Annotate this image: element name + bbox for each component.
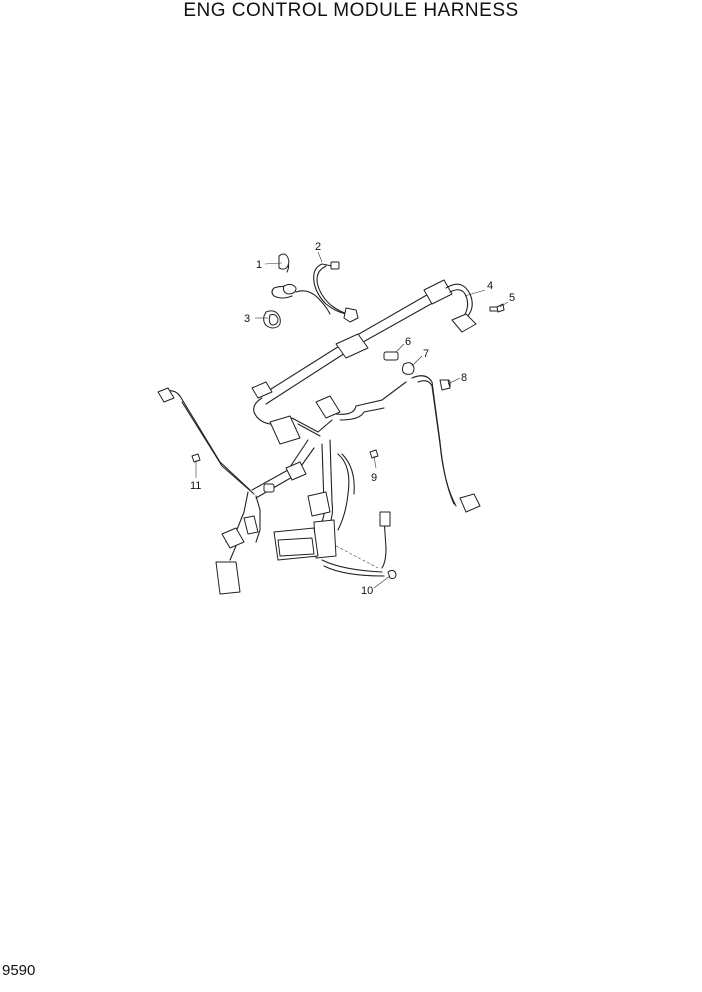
callout-5: 5 xyxy=(509,292,515,304)
central-harness xyxy=(251,415,391,577)
main-trunk-harness xyxy=(251,279,499,437)
callout-1: 1 xyxy=(256,259,262,271)
callout-labels: 1 2 3 4 5 6 7 8 9 10 11 xyxy=(190,241,515,597)
callout-9: 9 xyxy=(371,472,377,484)
callout-2: 2 xyxy=(315,241,321,253)
page-title: ENG CONTROL MODULE HARNESS xyxy=(183,0,519,21)
callout-8: 8 xyxy=(461,372,467,384)
left-branch-harness xyxy=(157,387,275,595)
upper-sensor-harness xyxy=(263,253,359,329)
callout-7: 7 xyxy=(423,348,429,360)
callout-6: 6 xyxy=(405,336,411,348)
page-number: 9590 xyxy=(2,962,36,979)
callout-11: 11 xyxy=(190,480,201,492)
callout-3: 3 xyxy=(244,313,250,325)
hardware-parts xyxy=(191,303,505,579)
callout-4: 4 xyxy=(487,280,493,292)
right-branch-harness xyxy=(411,375,481,513)
callout-leaders xyxy=(195,251,509,589)
callout-10: 10 xyxy=(361,585,373,597)
